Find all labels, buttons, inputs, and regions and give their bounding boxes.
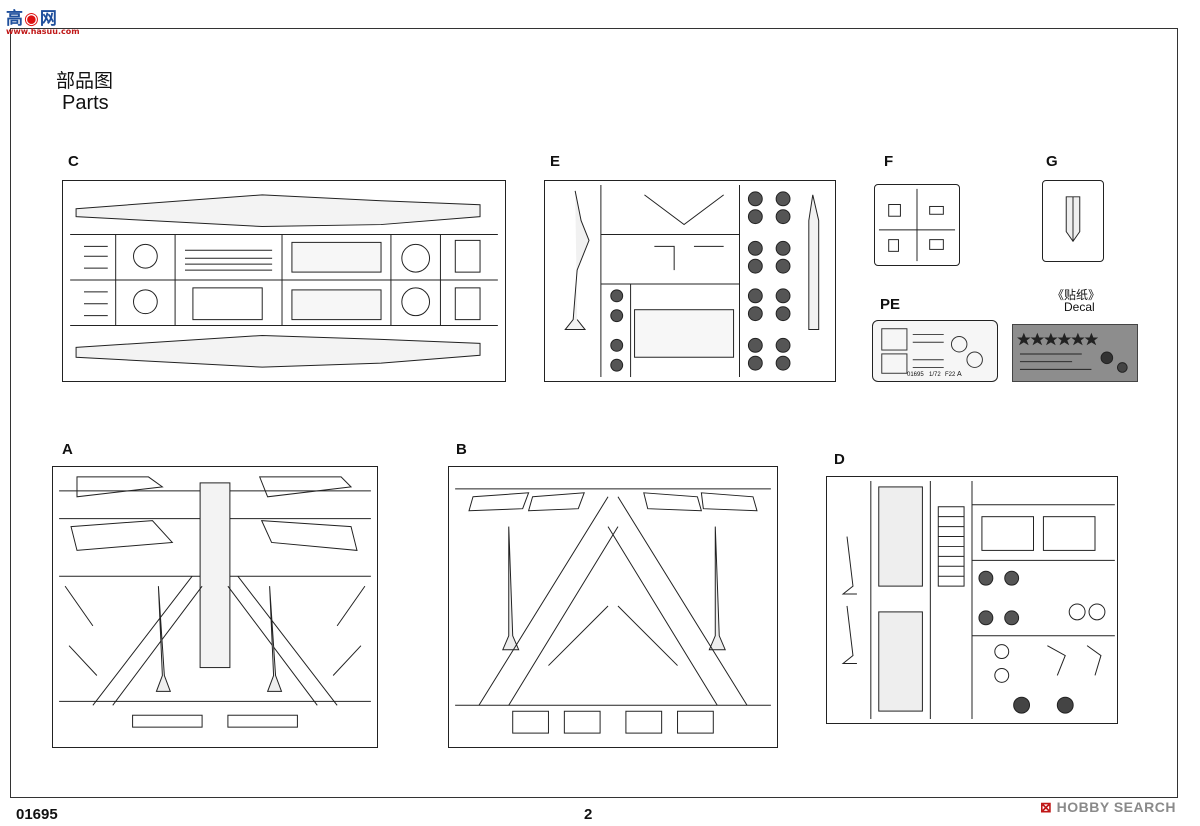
site-watermark: 高◉网 www.hasuu.com: [6, 4, 80, 36]
pe-scale: 1/72: [929, 372, 941, 378]
title-chinese: 部品图: [56, 70, 114, 92]
sprue-label-c: C: [68, 153, 79, 170]
sprue-label-d: D: [834, 451, 845, 468]
sprue-a-drawing: [52, 466, 378, 748]
title-english: Parts: [62, 92, 109, 114]
footer-page-number: 2: [584, 806, 593, 823]
sprue-c-drawing: [62, 180, 506, 382]
sprue-g-drawing: [1042, 180, 1104, 262]
pe-part: F22: [945, 372, 956, 378]
watermark-char-a: 高: [6, 9, 24, 29]
pe-circle-mark: A: [957, 371, 962, 378]
sprue-label-pe: PE: [880, 296, 901, 313]
watermark-url: www.hasuu.com: [6, 27, 80, 36]
watermark-logo-icon: ◉: [24, 9, 40, 29]
watermark-char-b: 网: [39, 9, 58, 29]
pe-fret-drawing: 01695 1/72 F22 A: [872, 320, 998, 382]
decal-caption-english: Decal: [1064, 300, 1095, 314]
sprue-d-drawing: [826, 476, 1118, 724]
footer-product-code: 01695: [16, 806, 58, 823]
decal-sheet-image: [1012, 324, 1138, 382]
sprue-label-e: E: [550, 153, 561, 170]
sprue-label-a: A: [62, 441, 73, 458]
sprue-label-b: B: [456, 441, 467, 458]
hobbysearch-logo-icon: ⊠: [1040, 799, 1053, 815]
sprue-label-f: F: [884, 153, 894, 170]
hobbysearch-watermark: ⊠ HOBBY SEARCH: [1040, 799, 1176, 816]
decal-caption-chinese: 《贴纸》: [1052, 288, 1101, 302]
pe-code: 01695: [907, 372, 924, 378]
sprue-f-drawing: [874, 184, 960, 266]
hobbysearch-text: HOBBY SEARCH: [1056, 799, 1176, 815]
page-frame: [10, 28, 1178, 798]
sprue-b-drawing: [448, 466, 778, 748]
sprue-label-g: G: [1046, 153, 1058, 170]
sprue-e-drawing: [544, 180, 836, 382]
